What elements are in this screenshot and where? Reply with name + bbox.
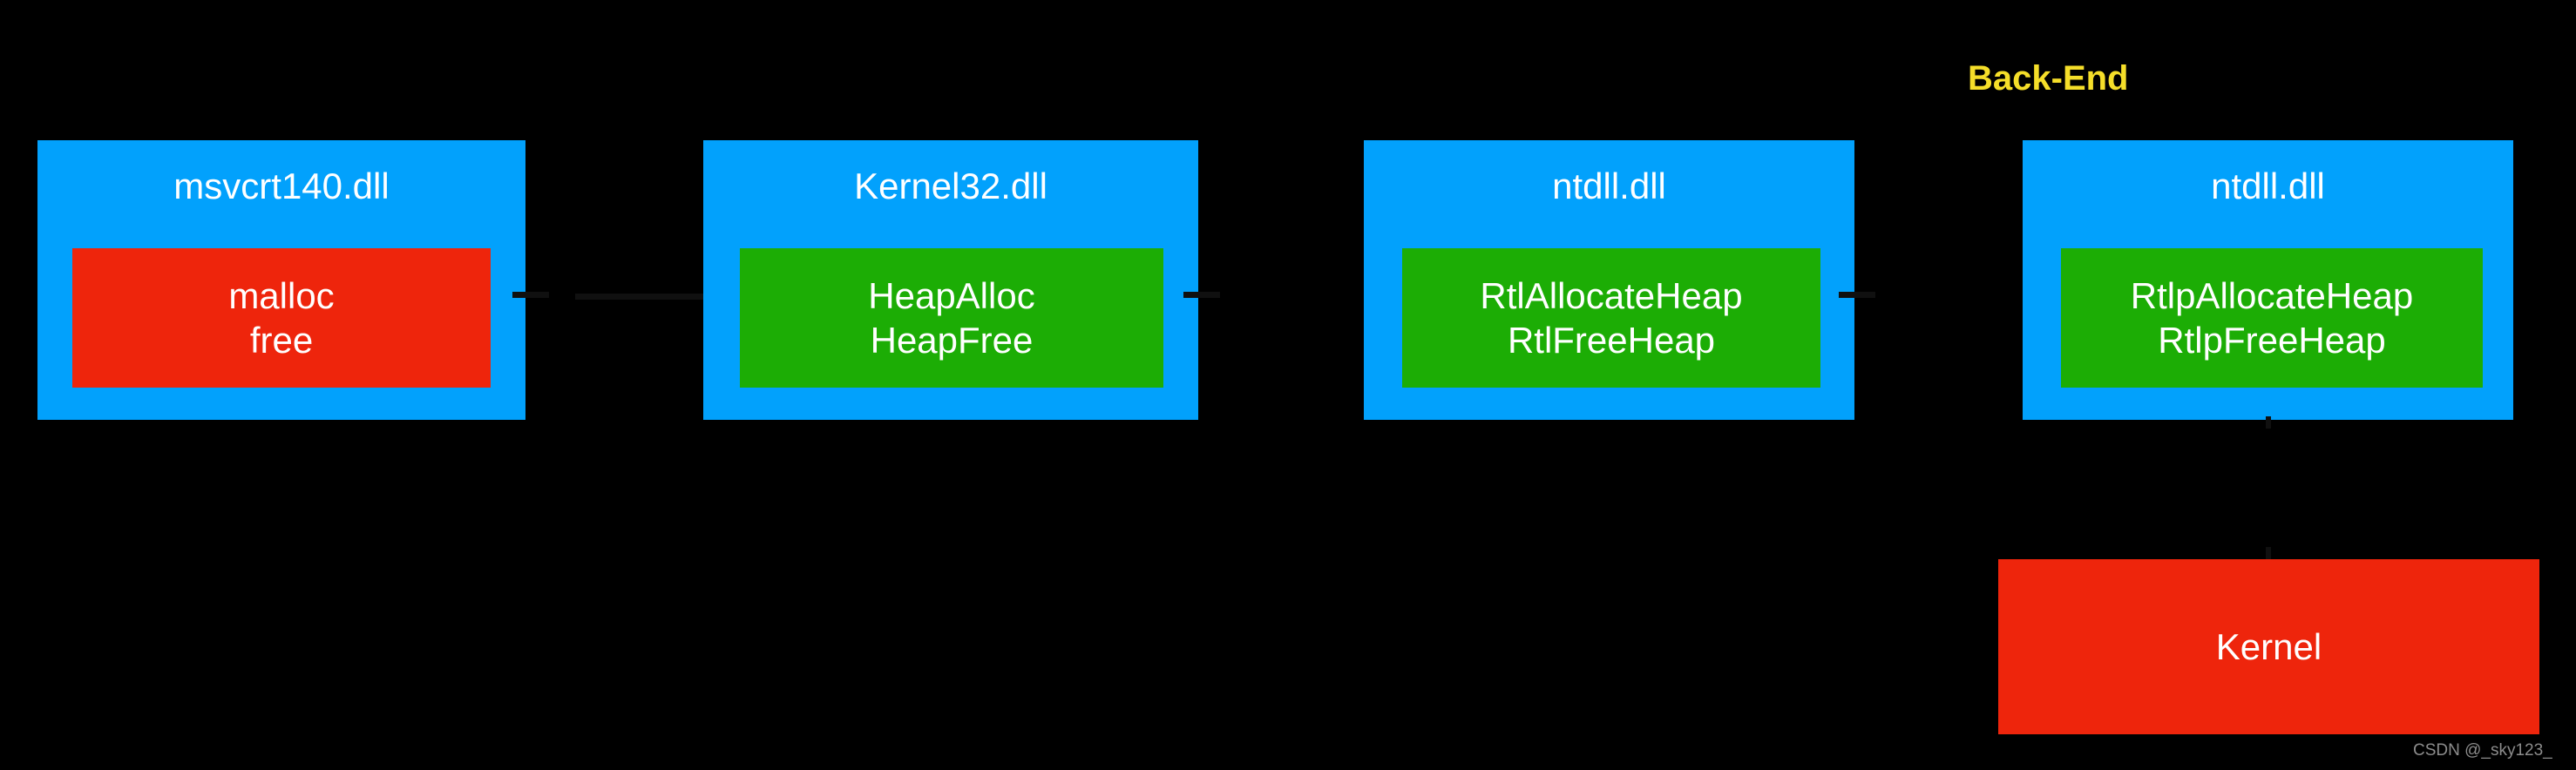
api-function-rtlallocateheap: RtlAllocateHeap [1480, 274, 1743, 316]
api-function-rtlfreeheap: RtlFreeHeap [1507, 320, 1716, 361]
section-label-back-end: Back-End [1968, 59, 2129, 98]
module-box-ntdll-rtl[interactable]: ntdll.dll RtlAllocateHeap RtlFreeHeap [1364, 140, 1854, 420]
api-box-ntdll-rtl[interactable]: RtlAllocateHeap RtlFreeHeap [1402, 248, 1820, 388]
connector-ntdll-to-kernel-bottom [2266, 547, 2271, 561]
api-function-malloc: malloc [228, 274, 335, 316]
api-function-rtlpallocateheap: RtlpAllocateHeap [2130, 274, 2414, 316]
connector-msvcrt140-to-kernel32-segment [575, 294, 706, 300]
connector-ntdll-to-kernel-top [2266, 416, 2271, 429]
api-box-ntdll-rtlp[interactable]: RtlpAllocateHeap RtlpFreeHeap [2061, 248, 2483, 388]
watermark: CSDN @_sky123_ [2413, 741, 2552, 760]
api-box-kernel32[interactable]: HeapAlloc HeapFree [740, 248, 1163, 388]
kernel-box[interactable]: Kernel [1998, 559, 2539, 734]
api-function-rtlpfreeheap: RtlpFreeHeap [2158, 320, 2386, 361]
api-function-heapalloc: HeapAlloc [868, 274, 1035, 316]
connector-ntdll-rtl-to-ntdll-rtlp [1839, 292, 1875, 298]
module-title-ntdll-rtlp: ntdll.dll [2211, 165, 2325, 206]
module-title-ntdll-rtl: ntdll.dll [1552, 165, 1666, 206]
kernel-label: Kernel [2215, 625, 2322, 667]
api-box-msvcrt140[interactable]: malloc free [72, 248, 491, 388]
connector-msvcrt140-to-kernel32 [512, 292, 549, 298]
api-function-free: free [249, 320, 314, 361]
module-box-ntdll-rtlp[interactable]: ntdll.dll RtlpAllocateHeap RtlpFreeHeap [2023, 140, 2513, 420]
module-title-msvcrt140: msvcrt140.dll [173, 165, 390, 206]
module-title-kernel32: Kernel32.dll [854, 165, 1047, 206]
api-function-heapfree: HeapFree [870, 320, 1034, 361]
module-box-msvcrt140[interactable]: msvcrt140.dll malloc free [37, 140, 525, 420]
module-box-kernel32[interactable]: Kernel32.dll HeapAlloc HeapFree [703, 140, 1198, 420]
connector-kernel32-to-ntdll [1183, 292, 1220, 298]
